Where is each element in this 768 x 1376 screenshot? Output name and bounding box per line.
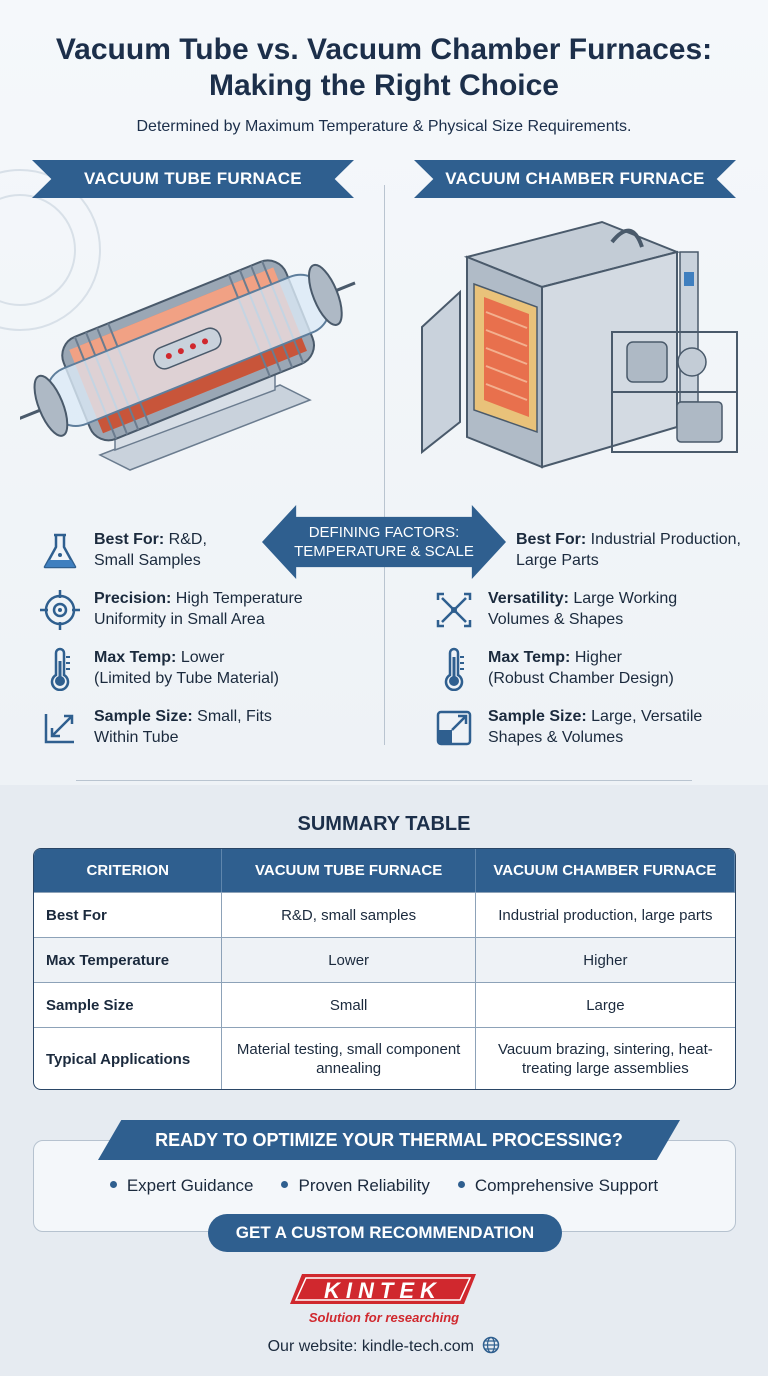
vertical-divider xyxy=(384,185,385,745)
feature-label: Precision: xyxy=(94,590,172,607)
resize-box-icon xyxy=(436,710,472,746)
chamber-furnace-illustration xyxy=(421,220,738,469)
cta-bullet-list: Expert Guidance Proven Reliability Compr… xyxy=(0,1176,768,1196)
feature-value: High Temperature xyxy=(171,590,303,607)
feature-value-cont: Shapes & Volumes xyxy=(488,729,624,746)
cta-bullet: Comprehensive Support xyxy=(457,1176,659,1196)
bullet-dot-icon xyxy=(109,1181,117,1189)
feature-label: Versatility: xyxy=(488,590,569,607)
table-cell: Large xyxy=(586,996,625,1014)
tube-feature-best-for: Best For: R&D, Small Samples xyxy=(38,529,207,573)
feature-value: R&D, xyxy=(164,531,207,548)
feature-label: Sample Size: xyxy=(94,708,193,725)
cta-bullet: Proven Reliability xyxy=(281,1176,430,1196)
kintek-logo: KINTEK Solution for researching xyxy=(290,1274,476,1325)
defining-factors-arrow: DEFINING FACTORS: TEMPERATURE & SCALE xyxy=(262,505,506,579)
feature-value-cont: Volumes & Shapes xyxy=(488,611,624,628)
table-cell: Max Temperature xyxy=(34,938,223,982)
feature-value-cont: (Limited by Tube Material) xyxy=(94,670,279,687)
logo-text: KINTEK xyxy=(324,1278,442,1303)
website-label: Our website: xyxy=(267,1338,362,1355)
table-row: Max Temperature Lower Higher xyxy=(34,938,735,983)
feature-value: Small, Fits xyxy=(192,708,272,725)
title-line-2: Making the Right Choice xyxy=(208,69,559,102)
feature-label: Max Temp: xyxy=(488,649,571,666)
feature-label: Max Temp: xyxy=(94,649,177,666)
summary-table-title: SUMMARY TABLE xyxy=(297,813,471,835)
summary-table: CRITERION VACUUM TUBE FURNACE VACUUM CHA… xyxy=(33,848,736,1090)
table-cell: R&D, small samples xyxy=(222,893,476,937)
table-cell: Industrial production, large parts xyxy=(498,906,713,924)
defining-factors-line-2: TEMPERATURE & SCALE xyxy=(294,543,474,560)
custom-recommendation-button[interactable]: GET A CUSTOM RECOMMENDATION xyxy=(208,1214,562,1252)
cta-bullet: Expert Guidance xyxy=(109,1176,254,1196)
tube-furnace-illustration xyxy=(20,259,356,471)
feature-value: Industrial Production, xyxy=(586,531,741,548)
diagonal-arrows-icon xyxy=(44,714,74,744)
cta-banner: READY TO OPTIMIZE YOUR THERMAL PROCESSIN… xyxy=(98,1120,680,1160)
table-row: Sample Size Small Large xyxy=(34,983,735,1028)
feature-value-cont: Within Tube xyxy=(94,729,179,746)
feature-value-cont: Large Parts xyxy=(516,552,599,569)
feature-value-cont: Uniformity in Small Area xyxy=(94,611,265,628)
expand-arrows-icon xyxy=(436,592,472,628)
chamber-feature-max-temp: Max Temp: Higher (Robust Chamber Design) xyxy=(432,647,674,691)
bullet-dot-icon xyxy=(281,1181,289,1189)
thermometer-icon xyxy=(444,647,464,691)
feature-label: Best For: xyxy=(516,531,587,548)
defining-factors-line-1: DEFINING FACTORS: xyxy=(308,524,460,541)
table-cell: Lower xyxy=(222,938,476,982)
table-header-cell: VACUUM CHAMBER FURNACE xyxy=(476,849,735,892)
table-row: Typical Applications Material testing, s… xyxy=(34,1028,735,1089)
table-header-row: CRITERION VACUUM TUBE FURNACE VACUUM CHA… xyxy=(34,849,735,893)
horizontal-divider xyxy=(76,780,692,781)
cta-bullet-text: Proven Reliability xyxy=(298,1176,430,1195)
feature-value: Higher xyxy=(570,649,622,666)
table-header-cell: CRITERION xyxy=(34,849,223,892)
website-line: Our website: kindle-tech.com xyxy=(0,1336,768,1356)
bullet-dot-icon xyxy=(457,1181,465,1189)
title-line-1: Vacuum Tube vs. Vacuum Chamber Furnaces: xyxy=(55,33,713,66)
table-header-cell: VACUUM TUBE FURNACE xyxy=(222,849,476,892)
thermometer-icon xyxy=(50,647,70,691)
table-cell: Best For xyxy=(34,893,223,937)
table-cell: Sample Size xyxy=(34,983,223,1027)
website-link[interactable]: kindle-tech.com xyxy=(361,1338,474,1355)
feature-value-cont: Small Samples xyxy=(94,552,201,569)
table-cell: Higher xyxy=(583,951,628,969)
target-icon xyxy=(40,590,80,630)
chamber-feature-best-for: Best For: Industrial Production, Large Pa… xyxy=(516,529,741,571)
page-title: Vacuum Tube vs. Vacuum Chamber Furnaces:… xyxy=(0,32,768,104)
feature-value-cont: (Robust Chamber Design) xyxy=(488,670,674,687)
feature-label: Best For: xyxy=(94,531,165,548)
flask-icon xyxy=(43,533,77,569)
page-subtitle: Determined by Maximum Temperature & Phys… xyxy=(136,118,632,135)
table-cell: Small xyxy=(222,983,476,1027)
logo-tagline: Solution for researching xyxy=(309,1310,459,1325)
feature-value: Large, Versatile xyxy=(586,708,703,725)
table-cell: Material testing, small component anneal… xyxy=(222,1028,476,1089)
table-cell: Typical Applications xyxy=(34,1028,223,1089)
tube-feature-max-temp: Max Temp: Lower (Limited by Tube Material… xyxy=(38,647,279,691)
chamber-furnace-heading: VACUUM CHAMBER FURNACE xyxy=(414,160,736,198)
table-row: Best For R&D, small samples Industrial p… xyxy=(34,893,735,938)
cta-bullet-text: Comprehensive Support xyxy=(474,1176,659,1195)
feature-value: Lower xyxy=(176,649,225,666)
globe-icon xyxy=(483,1336,500,1354)
tube-furnace-heading: VACUUM TUBE FURNACE xyxy=(32,160,354,198)
table-cell: Vacuum brazing, sintering, heat-treating… xyxy=(497,1041,713,1077)
decorative-circle-graphic xyxy=(0,169,101,331)
cta-bullet-text: Expert Guidance xyxy=(126,1176,254,1195)
feature-label: Sample Size: xyxy=(488,708,587,725)
feature-value: Large Working xyxy=(568,590,678,607)
